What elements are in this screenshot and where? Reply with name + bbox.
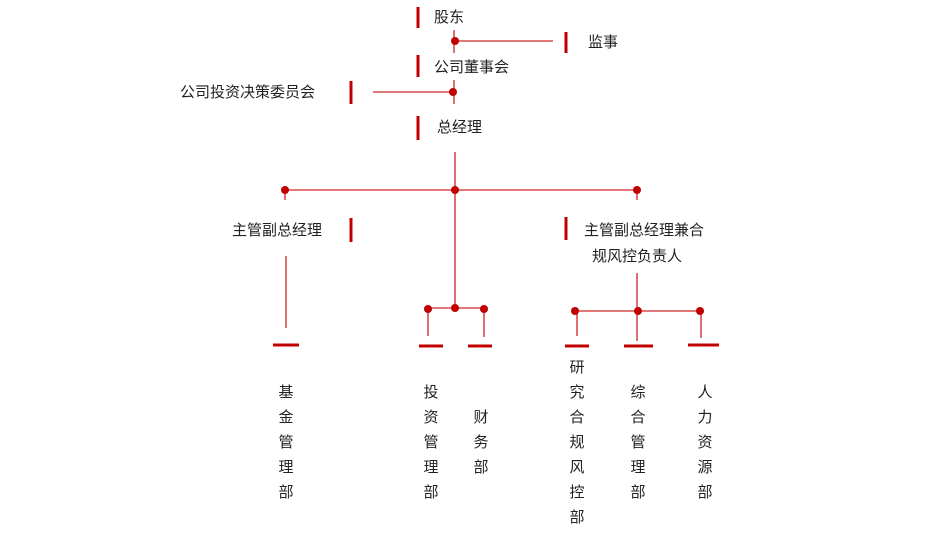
dept-general-management: 综合管理部 [630, 383, 646, 501]
dept-fund-management: 基金管理部 [278, 383, 294, 501]
junction-dot [424, 305, 432, 313]
junction-dot [696, 307, 704, 315]
junction-dot [451, 37, 459, 45]
node-deputy-gm: 主管副总经理 [232, 221, 323, 239]
node-general-manager: 总经理 [437, 118, 483, 136]
dept-human-resources: 人力资源部 [697, 383, 713, 501]
junction-dot [451, 304, 459, 312]
node-deputy-gm-risk-line2: 规风控负责人 [592, 247, 683, 265]
junction-dot [633, 186, 641, 194]
node-shareholders: 股东 [434, 8, 465, 26]
junction-dot [634, 307, 642, 315]
junction-dot [449, 88, 457, 96]
node-board: 公司董事会 [434, 58, 510, 76]
junction-dot [281, 186, 289, 194]
dept-investment-management: 投资管理部 [423, 383, 439, 501]
junction-dot [451, 186, 459, 194]
junction-dot [480, 305, 488, 313]
node-deputy-gm-risk-line1: 主管副总经理兼合 [584, 221, 705, 239]
node-investment-committee: 公司投资决策委员会 [180, 83, 316, 101]
node-supervisor: 监事 [588, 33, 619, 51]
dept-finance: 财务部 [473, 408, 489, 476]
dept-research-compliance-risk: 研究合规风控部 [569, 358, 585, 526]
junction-dot [571, 307, 579, 315]
